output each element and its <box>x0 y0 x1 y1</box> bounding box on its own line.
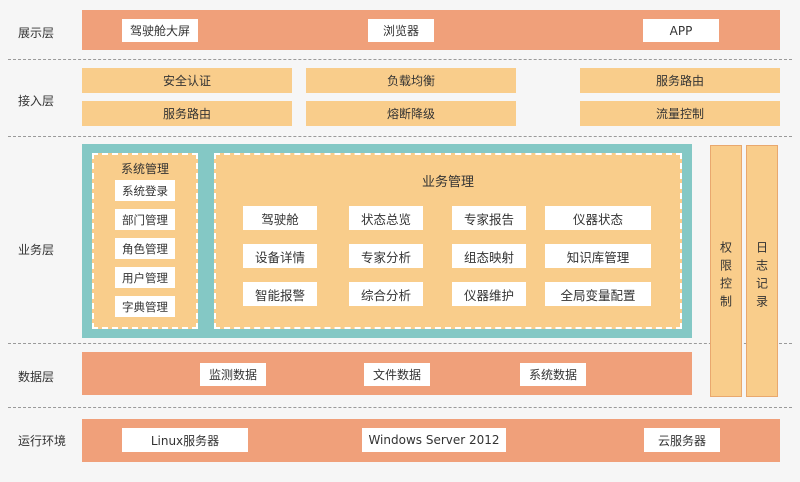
separator <box>8 136 792 137</box>
access-item: 安全认证 <box>82 68 292 93</box>
business-item: 全局变量配置 <box>545 282 651 306</box>
business-item: 组态映射 <box>452 244 526 268</box>
business-management-title: 业务管理 <box>421 175 474 190</box>
layer-label-access: 接入层 <box>18 94 55 108</box>
business-item: 仪器维护 <box>452 282 526 306</box>
system-management-title: 系统管理 <box>120 162 169 176</box>
system-item-role: 角色管理 <box>115 238 175 259</box>
runtime-item-windows: Windows Server 2012 <box>362 428 506 452</box>
runtime-item-linux: Linux服务器 <box>122 428 248 452</box>
presentation-item-browser: 浏览器 <box>368 19 434 42</box>
system-item-department: 部门管理 <box>115 209 175 230</box>
log-record-bar: 日志记录 <box>746 145 778 397</box>
business-item: 驾驶舱 <box>243 206 317 230</box>
system-item-user: 用户管理 <box>115 267 175 288</box>
business-item: 综合分析 <box>349 282 423 306</box>
layer-label-presentation: 展示层 <box>18 26 55 40</box>
business-item: 专家报告 <box>452 206 526 230</box>
system-item-dictionary: 字典管理 <box>115 296 175 317</box>
data-item-monitoring: 监测数据 <box>200 363 266 386</box>
layer-label-business: 业务层 <box>18 243 55 257</box>
data-item-system: 系统数据 <box>520 363 586 386</box>
log-record-label: 日志记录 <box>754 241 769 313</box>
business-item: 仪器状态 <box>545 206 651 230</box>
access-item: 熔断降级 <box>306 101 516 126</box>
separator <box>8 407 792 408</box>
layer-label-runtime: 运行环境 <box>18 434 67 448</box>
access-item: 服务路由 <box>82 101 292 126</box>
system-item-login: 系统登录 <box>115 180 175 201</box>
data-item-file: 文件数据 <box>364 363 430 386</box>
business-item: 专家分析 <box>349 244 423 268</box>
separator <box>8 343 792 344</box>
business-item: 知识库管理 <box>545 244 651 268</box>
runtime-item-cloud: 云服务器 <box>644 428 720 452</box>
permission-control-bar: 权限控制 <box>710 145 742 397</box>
business-item: 状态总览 <box>349 206 423 230</box>
permission-control-label: 权限控制 <box>718 241 733 313</box>
business-item: 智能报警 <box>243 282 317 306</box>
access-item: 负载均衡 <box>306 68 516 93</box>
layer-label-data: 数据层 <box>18 370 55 384</box>
presentation-item-app: APP <box>643 19 719 42</box>
separator <box>8 59 792 60</box>
access-item: 流量控制 <box>580 101 780 126</box>
presentation-item-cockpit-screen: 驾驶舱大屏 <box>122 19 198 42</box>
business-item: 设备详情 <box>243 244 317 268</box>
access-item: 服务路由 <box>580 68 780 93</box>
